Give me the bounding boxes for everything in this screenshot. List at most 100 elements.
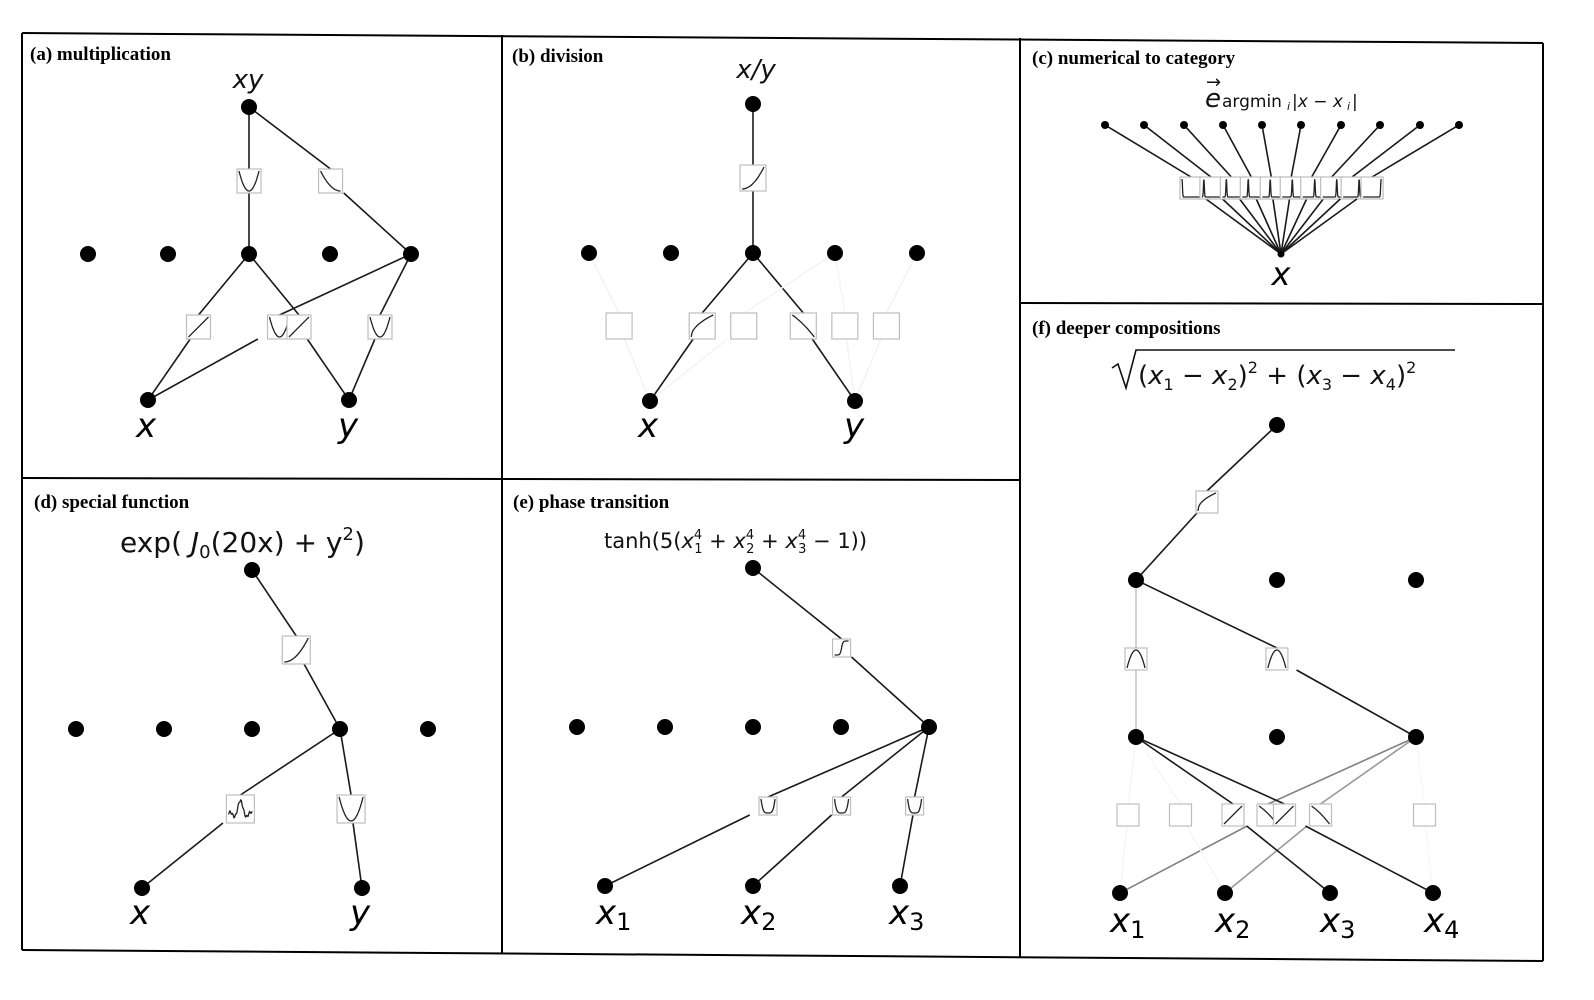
input-node: [745, 878, 761, 894]
formula-e-plus1: +: [702, 529, 733, 553]
formula-c-e: e: [1205, 84, 1221, 114]
edge-in: [147, 338, 259, 401]
formula-d-text: exp( J0(20x) + y2): [120, 524, 365, 563]
edge-in: [1280, 198, 1358, 255]
activation-box: [1320, 176, 1344, 200]
hidden-node: [663, 245, 679, 261]
formula-e-s2: 2: [746, 542, 754, 557]
f-sq2: 2: [1406, 358, 1416, 377]
activation-curve-quartic-icon: [760, 798, 776, 814]
e-in2-x: x: [888, 893, 910, 933]
activation-curve-quadratic-icon: [338, 796, 364, 822]
f-x4: x: [1369, 361, 1386, 391]
activation-curve-inverted-quadratic-icon: [1126, 649, 1146, 669]
formula-c-tail: |x − x: [1292, 92, 1344, 112]
panel-a-title: (a) multiplication: [30, 44, 171, 65]
panel-d-input-y: y: [349, 893, 371, 933]
panel-f-formula: (x1 − x2)2 + (x3 − x4)2: [1111, 349, 1455, 394]
panel-b-input-x: x: [637, 406, 659, 446]
activation-curve-linear-icon: [188, 316, 209, 338]
input-node: [1112, 885, 1128, 901]
hidden-node: [1128, 572, 1144, 588]
panel-b-title: (b) division: [512, 46, 604, 67]
input-node: [847, 393, 863, 409]
frame-top: [21, 32, 1544, 44]
activation-curve-spike-icon: [1201, 179, 1220, 198]
edge-out: [1127, 736, 1137, 805]
e-in0-sub: 1: [616, 908, 631, 936]
edge-in: [1255, 198, 1282, 255]
activation-curve-linear-icon: [1275, 805, 1294, 825]
edge-out: [841, 726, 930, 798]
panel-f-graph: [1112, 417, 1441, 901]
edge-in: [1222, 198, 1282, 255]
edge-in: [1280, 198, 1291, 255]
edge-in: [147, 338, 191, 401]
edge-out: [1351, 124, 1421, 178]
activation-box: [1195, 490, 1219, 514]
hidden-node: [1408, 729, 1424, 745]
edge-out: [1267, 736, 1417, 805]
hidden-node: [1408, 572, 1424, 588]
edge-in: [1119, 825, 1128, 894]
output-node: [1455, 121, 1463, 129]
formula-e-s1: 1: [694, 542, 702, 557]
edge-out: [379, 253, 412, 316]
activation-box: [281, 635, 311, 665]
panel-f-input-x1: x1: [1109, 901, 1145, 944]
edge-out: [1135, 579, 1278, 649]
activation-curve-spike-icon: [1181, 178, 1200, 198]
activation-curve-spike-icon: [1302, 179, 1321, 198]
f-s4: 4: [1386, 375, 1396, 394]
activation-curve-spike-icon: [1222, 179, 1241, 198]
edge-in: [306, 338, 350, 401]
edge-out: [885, 252, 918, 314]
edge-in: [623, 338, 651, 402]
formula-e-x1: x: [680, 529, 694, 553]
f-in0-x: x: [1109, 901, 1131, 941]
activation-box: [872, 312, 901, 340]
edge-out: [834, 252, 846, 314]
edge-in: [1305, 825, 1434, 894]
panel-c-title: (c) numerical to category: [1032, 48, 1236, 69]
panel-c-input-x: x: [1271, 255, 1292, 293]
edge-out: [1135, 736, 1285, 805]
activation-curve-quadratic-icon: [369, 316, 391, 338]
frame-bottom: [21, 949, 1544, 962]
edge-out: [339, 728, 352, 796]
edge-out: [248, 253, 300, 316]
panel-e-inputs: x1 x2 x3: [595, 893, 924, 936]
activation-curve-quadratic-icon: [238, 170, 260, 192]
panel-f-input-x4: x4: [1423, 901, 1459, 944]
activation-curve-quadratic-icon: [268, 316, 291, 338]
hidden-node: [1128, 729, 1144, 745]
formula-e-s3: 3: [798, 542, 806, 557]
edge-in: [343, 192, 412, 255]
formula-d-pre: exp(: [120, 526, 191, 559]
input-node: [642, 393, 658, 409]
hidden-node: [827, 245, 843, 261]
edge-out: [1261, 124, 1273, 178]
output-node: [1101, 121, 1109, 129]
panel-c-graph: [1101, 121, 1463, 258]
f-close1: ): [1238, 361, 1248, 391]
input-node: [1322, 885, 1338, 901]
hidden-node: [244, 721, 260, 737]
panel-e-graph: [569, 560, 937, 894]
output-node: [1297, 121, 1305, 129]
activation-curve-inverted-quadratic-icon: [1267, 649, 1287, 669]
edge-out: [1206, 424, 1278, 492]
edge-out: [1135, 736, 1234, 805]
edge-out: [743, 252, 836, 314]
input-node: [134, 880, 150, 896]
hidden-node: [657, 719, 673, 735]
output-node: [241, 99, 257, 115]
f-minus2: −: [1332, 361, 1370, 391]
formula-c-tail-i: i: [1347, 100, 1350, 113]
panel-f-input-x2: x2: [1214, 901, 1250, 944]
f-s2: 2: [1227, 375, 1237, 394]
divider-row-right: [1019, 302, 1544, 305]
hidden-node: [403, 246, 419, 262]
activation-curve-spike-icon: [1343, 179, 1362, 198]
activation-box: [317, 168, 344, 194]
